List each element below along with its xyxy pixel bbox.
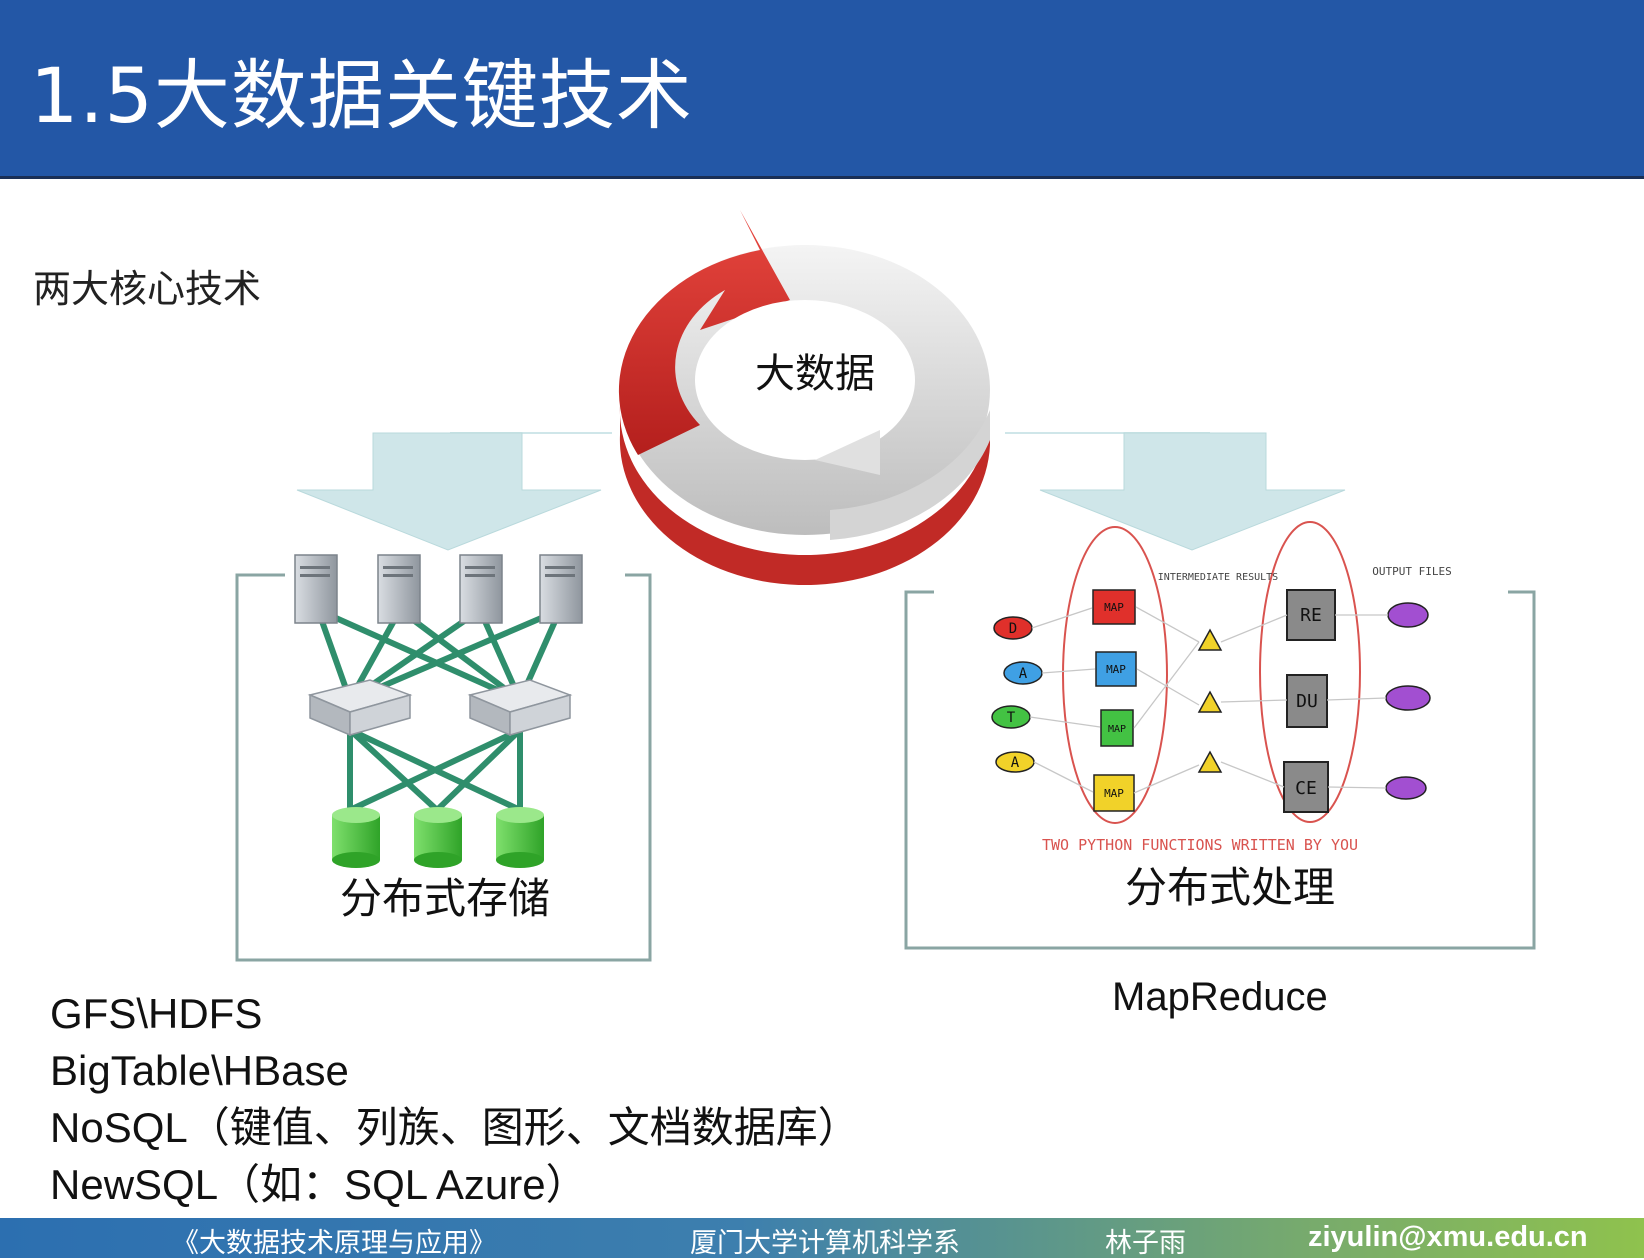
intermediate-triangle-2 [1197,690,1223,713]
network-switch-right [467,679,573,737]
intermediate-triangle-1 [1197,628,1223,651]
big-data-diagram: 大数据 [235,210,1536,962]
map-box-green: MAP [1100,709,1134,747]
output-blob-3 [1385,776,1427,800]
list-item-bigtable-hbase: BigTable\HBase [50,1047,349,1094]
list-item-nosql: NoSQL（键值、列族、图形、文档数据库） [50,1104,860,1151]
svg-text:DU: DU [1296,691,1318,712]
big-data-cycle-ring [618,210,990,586]
storage-disk-3 [496,807,544,868]
list-item-newsql: NewSQL（如：SQL Azure） [50,1161,588,1208]
list-item-gfs-hdfs: GFS\HDFS [50,990,263,1037]
reduce-box-du: DU [1286,674,1328,728]
slide-footer: 《大数据技术原理与应用》 厦门大学计算机科学系 林子雨 ziyulin@xmu.… [0,1218,1644,1259]
right-box-frame [904,590,1536,950]
down-arrow-right [1039,432,1346,551]
svg-text:T: T [1007,710,1016,726]
server-tower-3 [459,554,503,624]
output-blob-1 [1387,602,1429,628]
server-tower-2 [377,554,421,624]
footer-book-title: 《大数据技术原理与应用》 [172,1228,496,1259]
svg-text:MAP: MAP [1108,724,1126,735]
mapreduce-sketch: INTERMEDIATE RESULTS OUTPUT FILES D A T … [991,521,1452,854]
storage-disk-2 [414,807,462,868]
footer-email: ziyulin@xmu.edu.cn [1308,1221,1588,1253]
flow-arrows [1029,606,1388,794]
storage-disk-1 [332,807,380,868]
storage-tech-list: GFS\HDFS BigTable\HBase NoSQL（键值、列族、图形、文… [50,985,860,1213]
intermediate-triangle-3 [1197,750,1223,773]
map-box-yellow: MAP [1093,774,1135,812]
svg-text:A: A [1019,666,1028,682]
distributed-storage-illustration [315,607,563,813]
svg-text:RE: RE [1300,605,1322,626]
svg-text:D: D [1009,621,1017,637]
svg-text:MAP: MAP [1106,663,1126,676]
reduce-group-outline [1259,521,1361,823]
svg-text:MAP: MAP [1104,601,1124,614]
left-box-frame [235,573,652,962]
core-tech-subtitle: 两大核心技术 [33,267,262,311]
server-tower-1 [294,554,338,624]
slide-header: 1.5大数据关键技术 [0,0,1644,179]
map-box-blue: MAP [1095,651,1137,687]
network-switch-left [307,679,413,737]
python-functions-label: TWO PYTHON FUNCTIONS WRITTEN BY YOU [1042,836,1358,854]
server-tower-4 [539,554,583,624]
footer-department: 厦门大学计算机科学系 [690,1228,960,1259]
input-blob-a2: A [995,751,1035,773]
svg-text:CE: CE [1295,778,1317,799]
output-files-label: OUTPUT FILES [1372,565,1451,578]
left-box-label: 分布式存储 [340,874,550,923]
reduce-box-re: RE [1286,589,1336,641]
input-blob-d: D [993,616,1033,640]
input-blob-a: A [1003,661,1043,685]
reduce-box-ce: CE [1283,761,1329,813]
down-arrow-left [296,432,602,551]
footer-author: 林子雨 [1105,1228,1186,1259]
mapreduce-label: MapReduce [1112,975,1328,1019]
map-box-red: MAP [1092,589,1136,625]
input-blob-t: T [991,705,1031,729]
svg-text:MAP: MAP [1104,787,1124,800]
big-data-label: 大数据 [755,351,875,397]
right-box-label: 分布式处理 [1125,863,1335,912]
map-group-outline [1062,526,1168,824]
slide-title: 1.5大数据关键技术 [30,51,693,140]
output-blob-2 [1385,685,1431,711]
intermediate-results-label: INTERMEDIATE RESULTS [1158,572,1278,583]
svg-text:A: A [1011,755,1020,771]
